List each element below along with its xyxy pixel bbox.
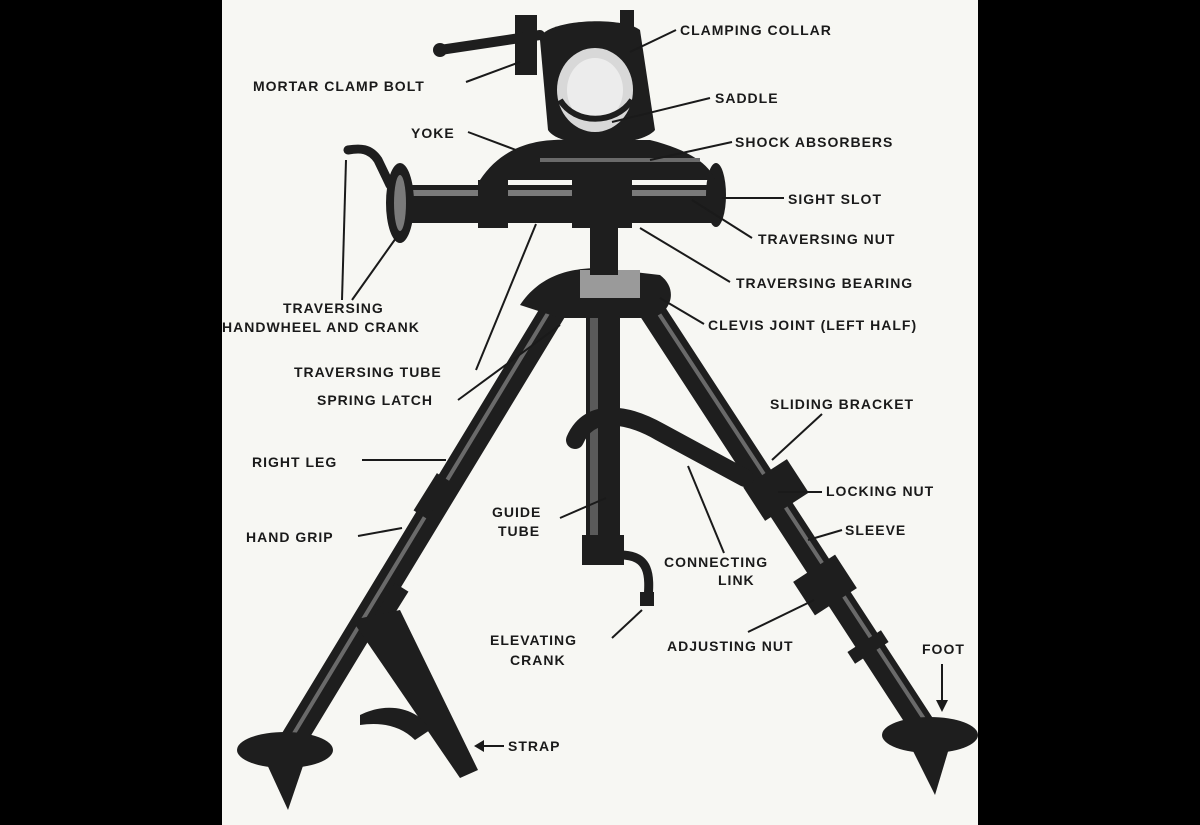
- label-spring-latch: SPRING LATCH: [317, 392, 433, 408]
- mount-illustration: [237, 10, 978, 810]
- elevating-crank-drawing: [619, 550, 654, 606]
- saddle-collar-drawing: [515, 10, 655, 145]
- left-foot-drawing: [237, 732, 333, 810]
- label-connecting-link-1: CONNECTING: [664, 554, 768, 570]
- label-yoke: YOKE: [411, 125, 455, 141]
- strap-drawing: [352, 610, 478, 778]
- label-sight-slot: SIGHT SLOT: [788, 191, 882, 207]
- label-traversing-bearing: TRAVERSING BEARING: [736, 275, 913, 291]
- label-elevating-crank-1: ELEVATING: [490, 632, 577, 648]
- label-elevating-crank-2: CRANK: [510, 652, 566, 668]
- yoke-drawing: [480, 139, 715, 180]
- clamp-bolt-drawing: [433, 30, 545, 57]
- connecting-link-drawing: [566, 407, 754, 487]
- leader-lines: [341, 29, 948, 752]
- left-leg-drawing: [632, 287, 938, 743]
- label-sleeve: SLEEVE: [845, 522, 906, 538]
- label-saddle: SADDLE: [715, 90, 779, 106]
- handwheel-drawing: [343, 144, 414, 243]
- label-connecting-link-2: LINK: [718, 572, 755, 588]
- label-locking-nut: LOCKING NUT: [826, 483, 934, 499]
- label-traversing-tube: TRAVERSING TUBE: [294, 364, 442, 380]
- label-mortar-clamp-bolt: MORTAR CLAMP BOLT: [253, 78, 425, 94]
- label-traversing-nut: TRAVERSING NUT: [758, 231, 895, 247]
- label-clevis-joint: CLEVIS JOINT (LEFT HALF): [708, 317, 917, 333]
- right-leg-drawing: [277, 287, 573, 758]
- labels: CLAMPING COLLAR MORTAR CLAMP BOLT SADDLE…: [222, 22, 965, 754]
- label-guide-tube-1: GUIDE: [492, 504, 541, 520]
- label-sliding-bracket: SLIDING BRACKET: [770, 396, 914, 412]
- label-hand-grip: HAND GRIP: [246, 529, 334, 545]
- label-strap: STRAP: [508, 738, 560, 754]
- label-traversing-handwheel-2: HANDWHEEL AND CRANK: [222, 319, 420, 335]
- label-adjusting-nut: ADJUSTING NUT: [667, 638, 794, 654]
- label-shock-absorbers: SHOCK ABSORBERS: [735, 134, 893, 150]
- label-clamping-collar: CLAMPING COLLAR: [680, 22, 832, 38]
- label-traversing-handwheel-1: TRAVERSING: [283, 300, 384, 316]
- label-foot: FOOT: [922, 641, 965, 657]
- traversing-tube-drawing: [400, 180, 720, 228]
- label-right-leg: RIGHT LEG: [252, 454, 337, 470]
- guide-tube-drawing: [582, 300, 624, 565]
- right-foot-drawing: [882, 717, 978, 795]
- label-guide-tube-2: TUBE: [498, 523, 540, 539]
- clevis-joint-drawing: [520, 268, 671, 318]
